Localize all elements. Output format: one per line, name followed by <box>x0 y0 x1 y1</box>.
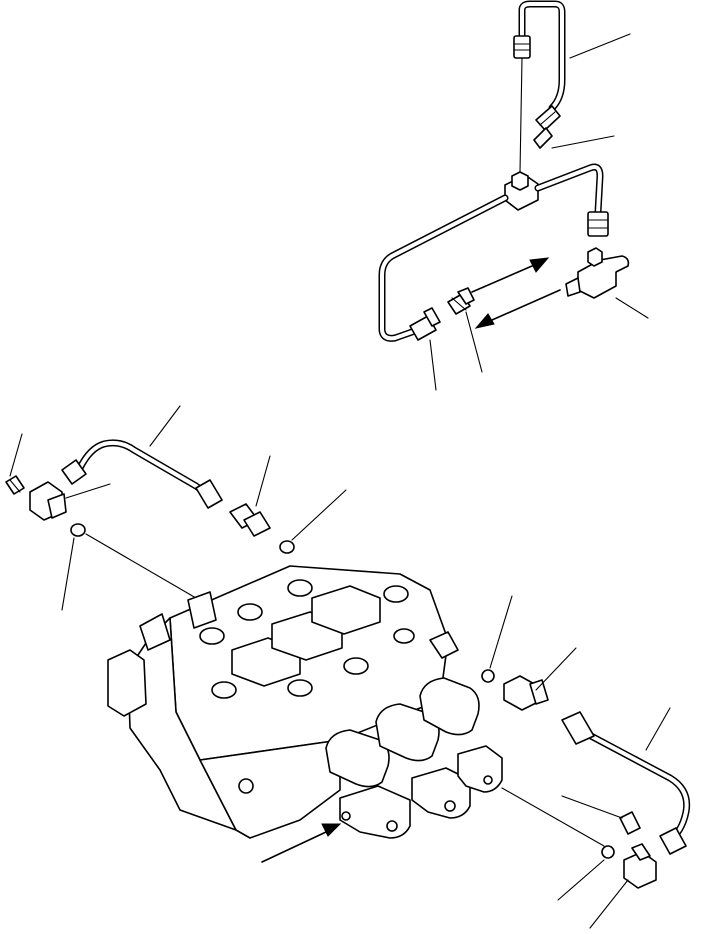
valve-spool-housings <box>325 677 480 788</box>
left-callout-leaders <box>9 405 347 611</box>
tee-left-branch-pipe <box>378 194 509 342</box>
upper-stud-leader <box>519 57 523 173</box>
valve-right-port <box>429 631 495 683</box>
upper-adapter-fitting <box>447 287 475 315</box>
valve-cover-plates <box>231 585 381 687</box>
valve-spool-end-caps <box>339 745 503 839</box>
upper-callout-leaders <box>429 33 649 391</box>
lower-plug-fitting <box>619 811 641 835</box>
valve-top-ports <box>199 579 415 699</box>
upper-elbow-block <box>565 247 630 299</box>
right-hose <box>561 711 691 855</box>
valve-front-port <box>238 778 254 794</box>
left-hose <box>61 439 223 509</box>
lower-o-ring <box>601 845 615 859</box>
upper-union-fitting <box>533 105 561 149</box>
left-o-rings <box>70 523 295 554</box>
right-elbow-fitting <box>503 675 549 711</box>
tee-right-branch-pipe <box>534 163 609 237</box>
right-hose-assembly <box>489 595 691 929</box>
valve-left-end-cap <box>107 649 147 717</box>
left-plug-fitting <box>5 475 25 495</box>
left-elbow-fitting <box>29 481 67 521</box>
control-valve-body <box>107 565 503 863</box>
upper-hooked-pipe <box>513 0 566 112</box>
valve-inlet-arrow <box>261 811 351 863</box>
right-callout-leaders <box>489 595 671 929</box>
left-mid-connector <box>229 503 271 537</box>
lower-elbow-fitting <box>623 843 657 889</box>
left-hose-assembly <box>5 405 347 611</box>
tee-block <box>504 171 539 211</box>
upper-tee-pipe-assembly <box>378 0 649 391</box>
assembly-direction-arrows <box>471 257 561 329</box>
